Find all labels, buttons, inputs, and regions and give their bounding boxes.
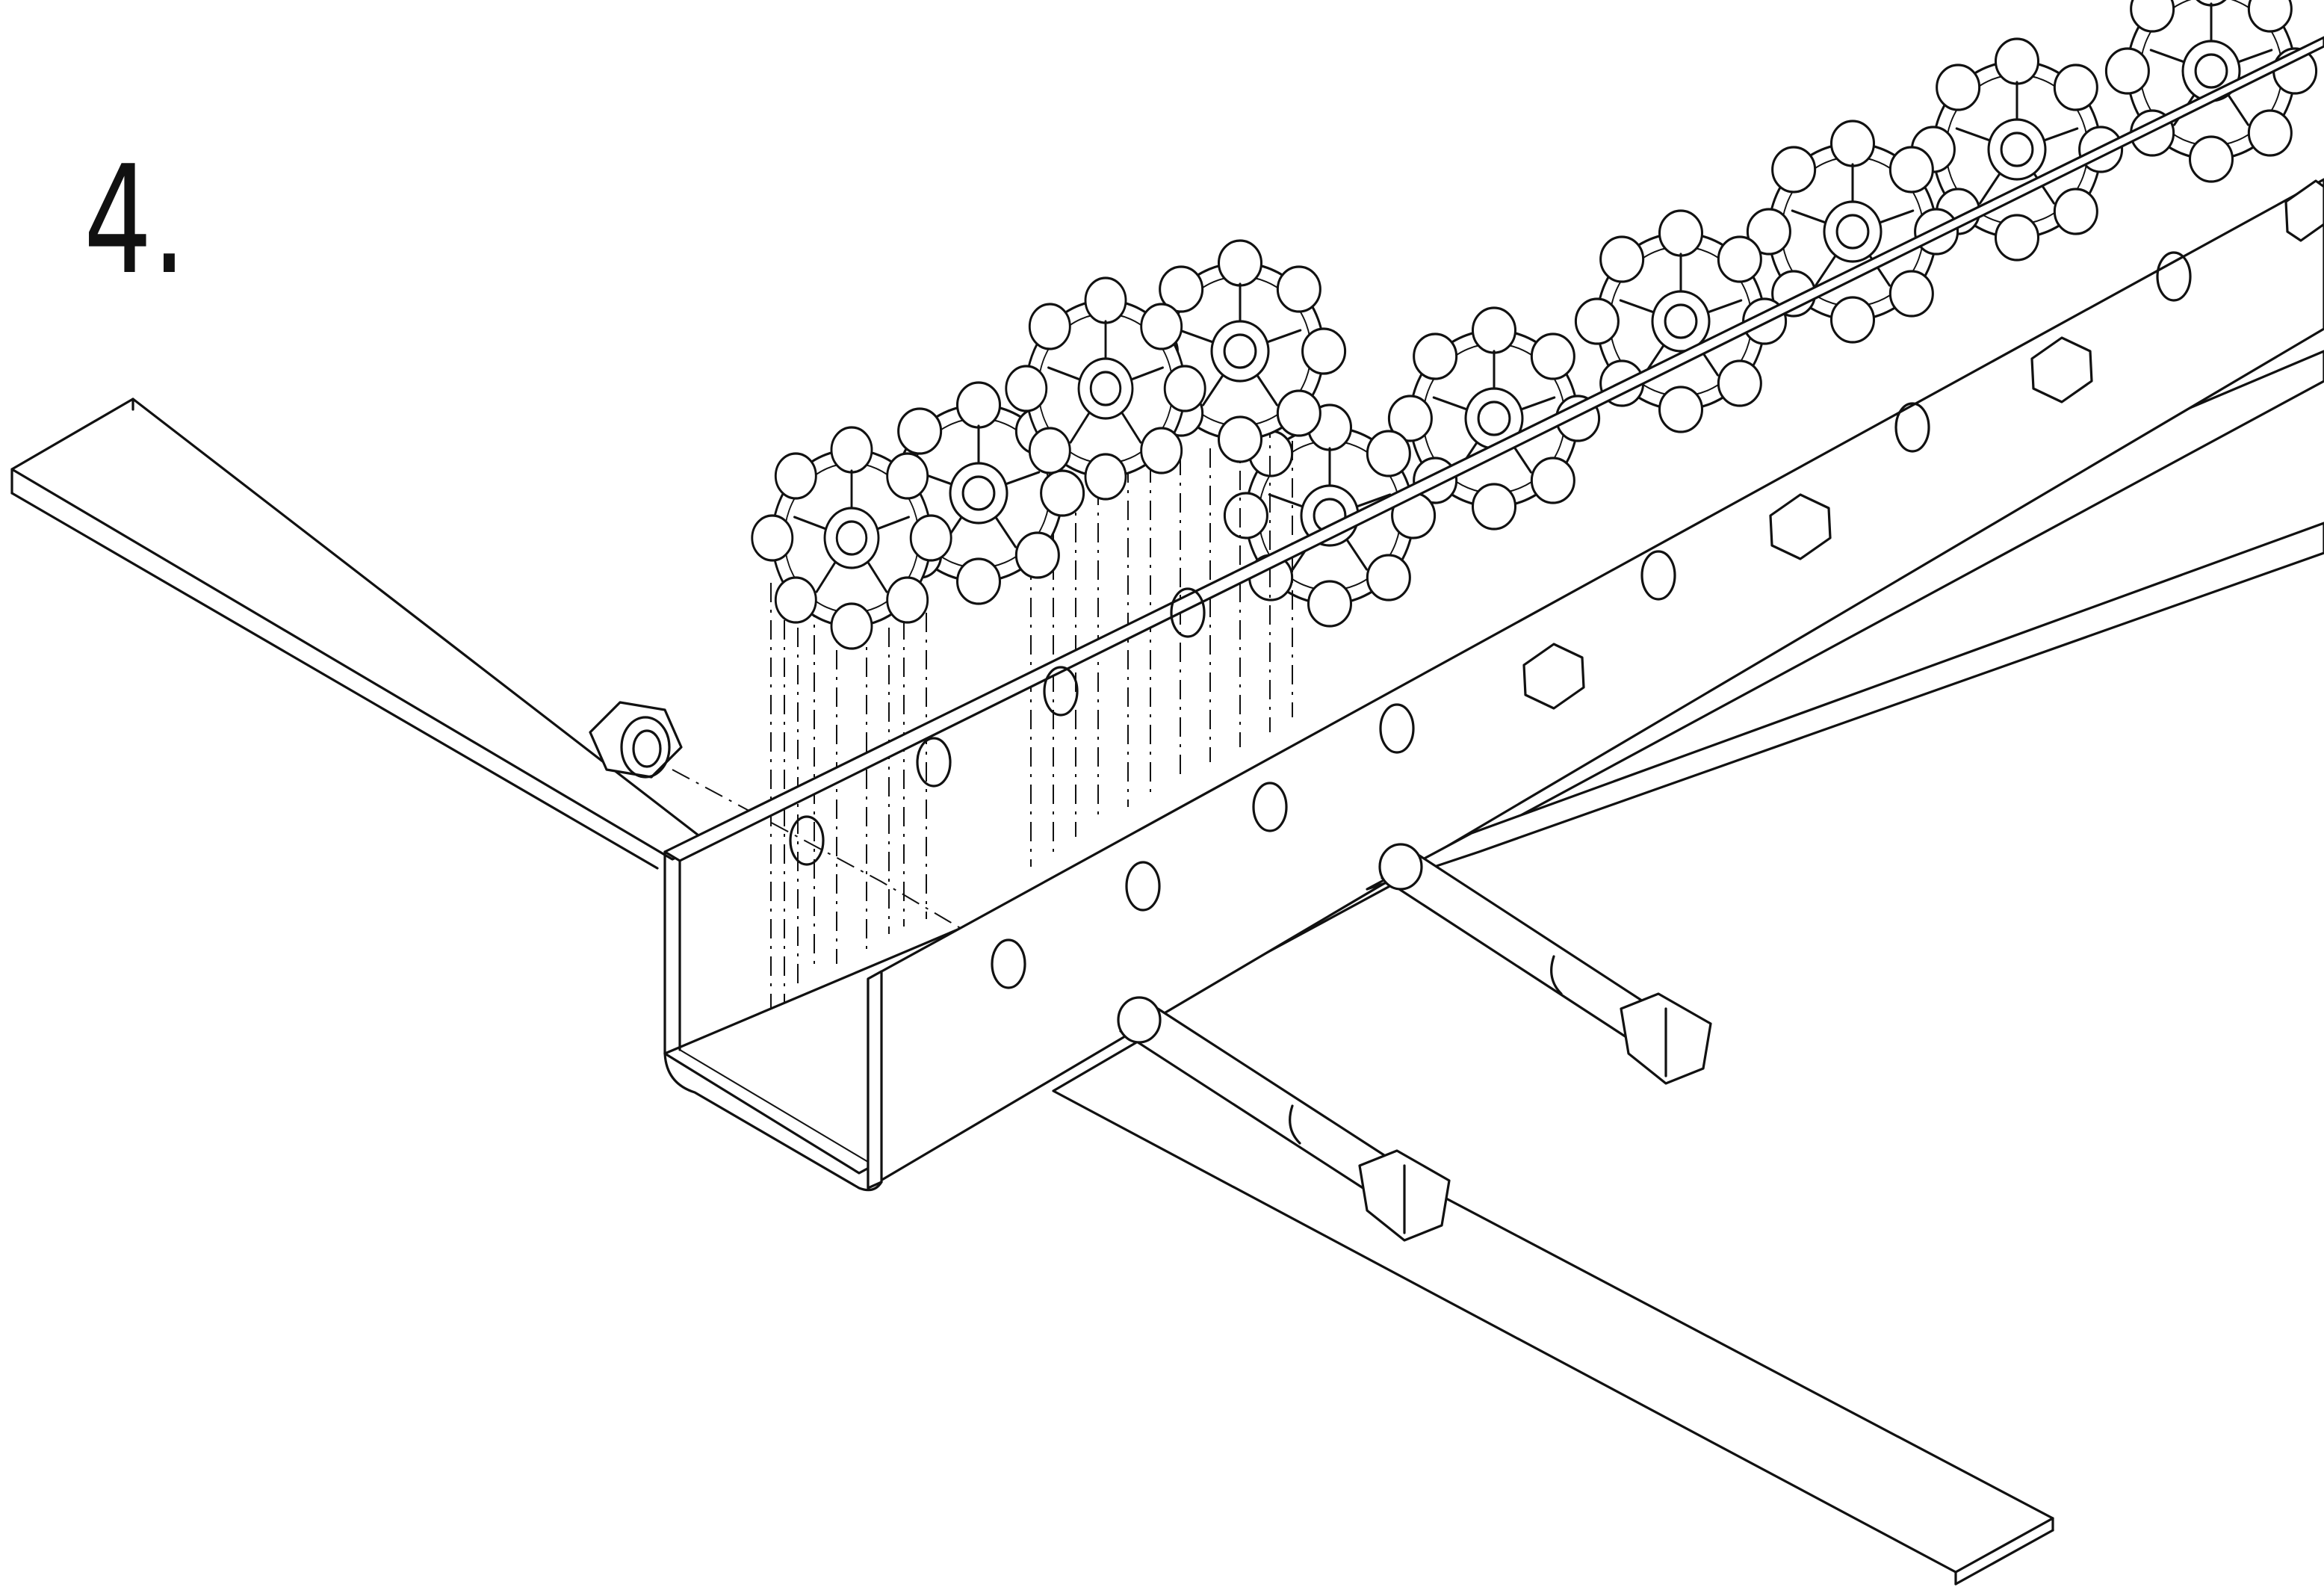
flat-bar-front — [1052, 522, 2324, 1586]
step-number: 4. — [84, 134, 187, 308]
hex-nut — [589, 701, 683, 779]
u-channel-rail — [663, 36, 2324, 1192]
flat-bar — [10, 398, 710, 870]
hex-bolt-heads — [1522, 179, 2324, 710]
mounting-holes — [789, 251, 2192, 989]
hex-bolt — [1117, 996, 1451, 1242]
hex-bolt — [1378, 843, 1712, 1085]
